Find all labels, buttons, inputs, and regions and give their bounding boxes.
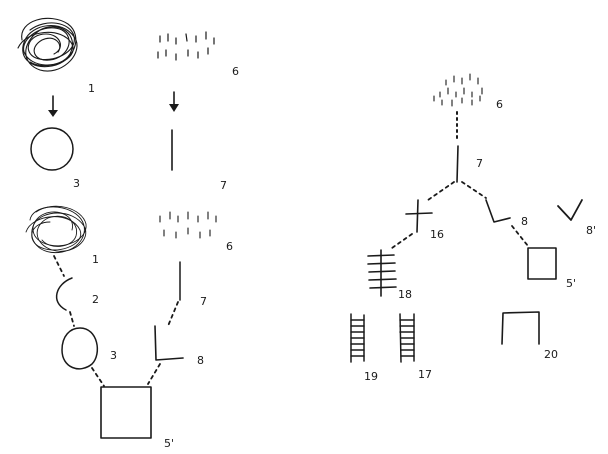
connector-angle-square-right	[511, 225, 529, 247]
arc-mid	[55, 277, 73, 311]
ladder-a	[350, 313, 365, 363]
square-bottom	[100, 386, 152, 439]
label-scribble-top: 1	[88, 82, 95, 95]
connector-line-angle-right	[461, 181, 487, 199]
spray-top	[157, 31, 215, 61]
label-square-right: 5'	[566, 277, 576, 290]
label-spray-mid: 6	[226, 240, 233, 253]
connector-angle-square	[147, 363, 161, 385]
label-ladder-b: 17	[418, 368, 432, 381]
connector-circle-square	[91, 367, 105, 387]
circle-mid	[61, 327, 99, 370]
label-cross-right: 16	[430, 228, 444, 241]
scribble-mid	[25, 205, 87, 254]
angle-right	[485, 199, 511, 223]
arrow-down-left	[48, 95, 58, 117]
connector-line-angle	[167, 301, 179, 327]
label-line-top: 7	[220, 179, 227, 192]
square-right	[527, 247, 557, 280]
label-line-right: 7	[476, 157, 483, 170]
rungs-right	[367, 249, 397, 297]
label-square-bottom: 5'	[164, 437, 174, 450]
angle-mid	[154, 325, 184, 361]
spray-right	[433, 73, 483, 107]
label-line-mid: 7	[200, 295, 207, 308]
connector-scribble-arc	[53, 255, 65, 277]
arch-right	[501, 311, 540, 345]
label-check-right: 8'	[586, 224, 596, 237]
scribble-top	[17, 17, 78, 72]
label-ladder-a: 19	[364, 370, 378, 383]
label-arc-mid: 2	[92, 293, 99, 306]
ladder-b	[399, 313, 415, 363]
label-spray-right: 6	[496, 98, 503, 111]
connector-arc-circle	[69, 311, 75, 327]
label-rungs-right: 18	[398, 288, 412, 301]
check-right	[557, 199, 583, 221]
spray-mid	[159, 211, 217, 239]
arrow-down-middle	[169, 91, 179, 112]
circle-top	[30, 127, 74, 171]
cross-right	[405, 199, 433, 233]
label-scribble-mid: 1	[92, 253, 99, 266]
label-angle-mid: 8	[197, 354, 204, 367]
line-right	[456, 145, 459, 183]
label-circle-top: 3	[73, 177, 80, 190]
connector-cross-rungs	[391, 233, 413, 249]
label-circle-mid: 3	[110, 349, 117, 362]
label-spray-top: 6	[232, 65, 239, 78]
connector-line-cross	[427, 181, 455, 201]
label-angle-right: 8	[521, 215, 528, 228]
label-arch-right: 20	[544, 348, 558, 361]
